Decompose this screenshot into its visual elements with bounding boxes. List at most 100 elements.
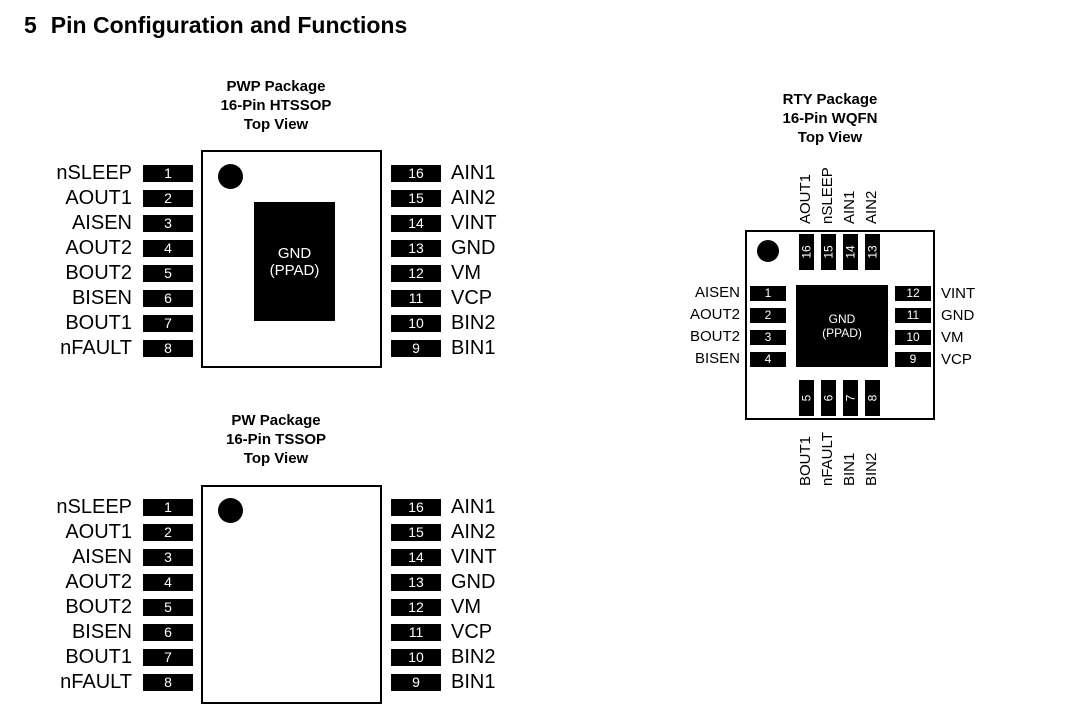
pin-number: 11 — [408, 290, 424, 306]
pin-signal-label: nFAULT — [60, 671, 132, 693]
pin-signal-label: AOUT1 — [65, 521, 132, 543]
pin-number: 15 — [821, 245, 836, 259]
pin-number: 4 — [764, 352, 772, 366]
pin-number: 13 — [865, 245, 880, 259]
pin-signal-label: GND — [941, 307, 975, 324]
pin-signal-label: AIN1 — [841, 190, 858, 224]
pin-number: 9 — [412, 340, 420, 356]
pin-number-box: 2 — [750, 308, 786, 323]
pin-signal-label: AIN2 — [451, 187, 496, 209]
pin-number-box: 10 — [391, 649, 441, 666]
pin-number: 4 — [164, 574, 172, 590]
pin-number-box: 3 — [143, 549, 193, 566]
pin-number: 1 — [164, 499, 172, 515]
rty-title-line: RTY Package — [782, 91, 878, 108]
pin-number: 9 — [909, 352, 917, 366]
pwp-title-line: Top View — [243, 116, 309, 133]
pin-number-box: 2 — [143, 190, 193, 207]
pin-signal-label: VM — [451, 596, 481, 618]
pin-number-box: 16 — [391, 499, 441, 516]
pin-number-box: 1 — [750, 286, 786, 301]
pin-number: 16 — [408, 499, 424, 515]
pin1-marker-dot — [218, 164, 243, 189]
pin-number-box: 5 — [143, 599, 193, 616]
pin-signal-label: nFAULT — [60, 337, 132, 359]
pin-number: 14 — [408, 215, 424, 231]
pin-number: 11 — [906, 308, 920, 322]
pin1-marker-dot — [218, 498, 243, 523]
pin-number-box: 14 — [391, 549, 441, 566]
pin-number: 13 — [408, 240, 424, 256]
pin-signal-label: nFAULT — [819, 432, 836, 486]
pin-signal-label: VCP — [451, 621, 493, 643]
pin-number: 1 — [164, 165, 172, 181]
pin-number-box: 6 — [821, 380, 836, 416]
pin-number: 12 — [906, 286, 920, 300]
rty-title-line: 16-Pin WQFN — [782, 110, 878, 127]
pin-number: 10 — [408, 315, 424, 331]
pin-number: 15 — [408, 524, 424, 540]
pin-number: 10 — [906, 330, 920, 344]
pin-signal-label: AIN2 — [451, 521, 496, 543]
pin-signal-label: BISEN — [694, 350, 740, 367]
pw-package-title: PW Package 16-Pin TSSOP Top View — [176, 411, 376, 468]
pin-signal-label: AOUT2 — [65, 237, 132, 259]
pin-number-box: 15 — [391, 190, 441, 207]
pwp-package-title: PWP Package 16-Pin HTSSOP Top View — [176, 77, 376, 134]
pin-number-box: 7 — [143, 649, 193, 666]
pin-signal-label: VCP — [941, 351, 972, 368]
pin-signal-label: BOUT1 — [65, 646, 132, 668]
pin-number-box: 9 — [391, 674, 441, 691]
pin-signal-label: BISEN — [71, 287, 132, 309]
pin-number-box: 5 — [799, 380, 814, 416]
pin-signal-label: BOUT2 — [689, 328, 740, 345]
rty-title-line: Top View — [797, 129, 863, 146]
pw-title-line: 16-Pin TSSOP — [225, 431, 327, 448]
pin-number-box: 14 — [391, 215, 441, 232]
pin-number-box: 10 — [391, 315, 441, 332]
rty-thermal-pad: GND (PPAD) — [796, 285, 888, 367]
pin-number-box: 11 — [895, 308, 931, 323]
pin-number: 8 — [865, 394, 880, 402]
pin-signal-label: GND — [451, 237, 496, 259]
pin-signal-label: AIN1 — [451, 162, 496, 184]
pin-number-box: 5 — [143, 265, 193, 282]
pad-label: (PPAD) — [822, 326, 862, 340]
pin-number: 3 — [164, 215, 172, 231]
pin-number-box: 16 — [799, 234, 814, 270]
pin-number-box: 16 — [391, 165, 441, 182]
pin-signal-label: AISEN — [71, 212, 132, 234]
pin-signal-label: VM — [451, 262, 481, 284]
pin-number-box: 9 — [895, 352, 931, 367]
pin-number-box: 13 — [865, 234, 880, 270]
pin-signal-label: BOUT1 — [65, 312, 132, 334]
pin-number-box: 12 — [391, 599, 441, 616]
pin-number: 12 — [408, 599, 424, 615]
pin-number: 7 — [164, 315, 172, 331]
pin-number: 15 — [408, 190, 424, 206]
pin-number: 7 — [164, 649, 172, 665]
pin-number: 6 — [164, 290, 172, 306]
pwp-title-line: PWP Package — [226, 78, 326, 95]
pin-number-box: 13 — [391, 240, 441, 257]
pin-number: 6 — [164, 624, 172, 640]
pin-signal-label: BOUT2 — [65, 262, 132, 284]
pin-signal-label: BISEN — [71, 621, 132, 643]
pin-number: 2 — [764, 308, 772, 322]
pin-signal-label: VINT — [451, 212, 497, 234]
pad-label: (PPAD) — [269, 261, 320, 279]
pin-number-box: 7 — [143, 315, 193, 332]
pin-signal-label: BIN2 — [863, 452, 880, 486]
pin-number-box: 15 — [821, 234, 836, 270]
pin-number: 12 — [408, 265, 424, 281]
pin-signal-label: BIN2 — [451, 312, 496, 334]
pin-signal-label: AIN2 — [863, 190, 880, 224]
pin-number: 16 — [408, 165, 424, 181]
pin-number-box: 8 — [143, 340, 193, 357]
pin-number: 1 — [764, 286, 772, 300]
rty-package-title: RTY Package 16-Pin WQFN Top View — [730, 90, 930, 147]
pin-number: 10 — [408, 649, 424, 665]
pwp-thermal-pad: GND (PPAD) — [254, 202, 335, 321]
pin-number: 8 — [164, 340, 172, 356]
